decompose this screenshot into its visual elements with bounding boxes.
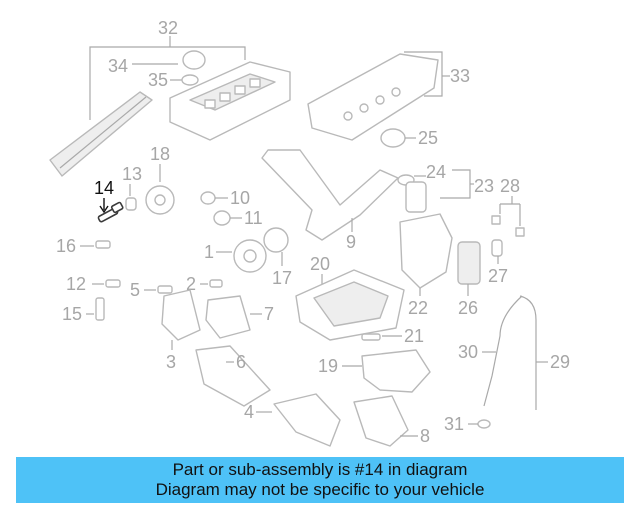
callout-group-27: 27 xyxy=(488,239,508,286)
valve-cover-left xyxy=(169,61,291,141)
callout-label: 24 xyxy=(426,162,446,182)
callout-group-11: 11 xyxy=(213,208,263,228)
callout-label: 31 xyxy=(444,414,464,434)
oil-filler-cap xyxy=(182,50,206,70)
callout-label: 17 xyxy=(272,268,292,288)
callout-group-13: 13 xyxy=(122,164,142,211)
callout-label: 32 xyxy=(158,18,178,38)
engine-parts-diagram: 32 34 35 33 25 xyxy=(49,18,570,447)
callout-label: 18 xyxy=(150,144,170,164)
callout-group-3: 3 xyxy=(161,289,201,372)
callout-label: 12 xyxy=(66,274,86,294)
dipstick-assembly: 29 30 31 xyxy=(444,295,570,434)
callout-label: 28 xyxy=(500,176,520,196)
callout-label: 6 xyxy=(236,352,246,372)
callout-label: 5 xyxy=(130,280,140,300)
callout-label: 9 xyxy=(346,232,356,252)
banner-line-1: Part or sub-assembly is #14 in diagram xyxy=(172,460,468,479)
callout-group-12: 12 xyxy=(66,274,121,294)
callout-label: 30 xyxy=(458,342,478,362)
valve-cover-right: 33 xyxy=(307,51,470,141)
callout-label: 4 xyxy=(244,402,254,422)
callout-group-6: 6 xyxy=(195,345,271,407)
callout-group-35: 35 xyxy=(148,70,199,90)
callout-label: 10 xyxy=(230,188,250,208)
callout-label: 23 xyxy=(474,176,494,196)
callout-group-18: 18 xyxy=(145,144,175,215)
callout-label: 2 xyxy=(186,274,196,294)
callout-label: 20 xyxy=(310,254,330,274)
seal-ring xyxy=(181,74,199,86)
callout-label: 29 xyxy=(550,352,570,372)
callout-label: 3 xyxy=(166,352,176,372)
callout-group-4: 4 xyxy=(244,393,341,447)
callout-group-22: 22 xyxy=(399,213,453,318)
callout-label: 26 xyxy=(458,298,478,318)
callout-group-32: 32 xyxy=(89,18,246,120)
banner-line-2: Diagram may not be specific to your vehi… xyxy=(155,480,485,499)
callout-label: 15 xyxy=(62,304,82,324)
callout-group-7: 7 xyxy=(205,295,274,339)
callout-group-16: 16 xyxy=(56,236,111,256)
callout-group-15: 15 xyxy=(62,297,105,324)
callout-label: 27 xyxy=(488,266,508,286)
timing-cover-rail xyxy=(49,91,153,177)
callout-group-21: 21 xyxy=(361,326,424,346)
callout-label: 33 xyxy=(450,66,470,86)
callout-label: 7 xyxy=(264,304,274,324)
callout-label: 16 xyxy=(56,236,76,256)
callout-label: 11 xyxy=(244,208,263,228)
callout-group-26: 26 xyxy=(457,241,481,318)
timing-belt: 9 xyxy=(261,149,399,252)
callout-label: 34 xyxy=(108,56,128,76)
callout-label: 1 xyxy=(204,242,214,262)
oil-filter-assembly: 24 23 xyxy=(397,162,494,213)
callout-label: 35 xyxy=(148,70,168,90)
callout-group-8: 8 xyxy=(353,395,430,447)
callout-label: 21 xyxy=(404,326,424,346)
callout-group-34: 34 xyxy=(108,50,206,76)
callout-label: 22 xyxy=(408,298,428,318)
callout-group-20: 20 xyxy=(295,254,405,341)
callout-group-19: 19 xyxy=(318,349,431,393)
callout-label: 13 xyxy=(122,164,142,184)
callout-label: 19 xyxy=(318,356,338,376)
callout-group-5: 5 xyxy=(130,280,173,300)
callout-group-10: 10 xyxy=(200,188,250,208)
callout-group-28: 28 xyxy=(491,176,525,237)
callout-group-2: 2 xyxy=(186,274,223,294)
callout-label: 25 xyxy=(418,128,438,148)
callout-label: 8 xyxy=(420,426,430,446)
callout-group-1: 1 xyxy=(204,239,267,273)
highlighted-callout-label: 14 xyxy=(94,178,114,198)
callout-group-25: 25 xyxy=(380,128,438,148)
highlighted-part-14: 14 xyxy=(94,178,124,223)
callout-group-17: 17 xyxy=(263,227,292,288)
info-banner: Part or sub-assembly is #14 in diagram D… xyxy=(16,457,624,503)
